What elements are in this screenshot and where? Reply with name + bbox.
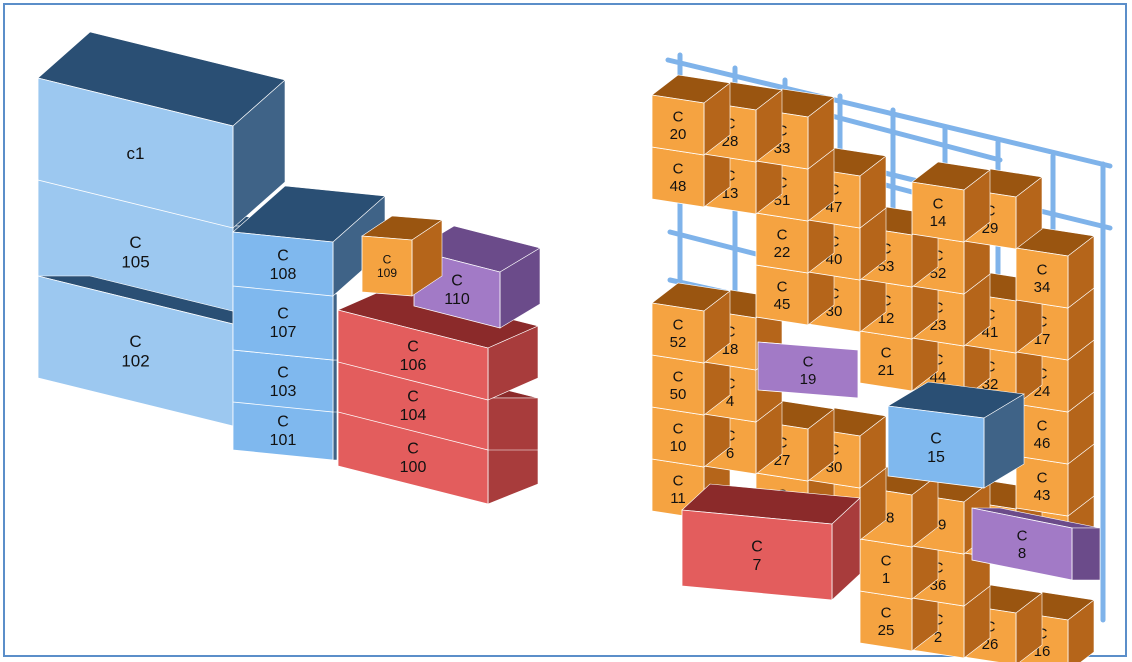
- box-label: 106: [400, 357, 427, 374]
- box-label: C: [881, 605, 892, 622]
- box-label: 25: [878, 622, 895, 639]
- box-label: C: [129, 233, 141, 252]
- box-label: C: [277, 364, 289, 381]
- box-label: 109: [377, 266, 397, 280]
- box-label: C: [933, 196, 944, 213]
- box-label: 101: [270, 432, 297, 449]
- box-label: C: [451, 272, 463, 289]
- box-label: C: [881, 345, 892, 362]
- box-label: 107: [270, 324, 297, 341]
- box-label: 21: [878, 362, 895, 379]
- box-label: 103: [270, 383, 297, 400]
- box-side-face: [333, 360, 337, 412]
- box-label: C: [673, 369, 684, 386]
- box-label: C: [1037, 418, 1048, 435]
- box-label: 19: [800, 371, 817, 388]
- box-label: 50: [670, 386, 687, 403]
- box-label: C: [751, 538, 763, 555]
- box-label: 10: [670, 438, 687, 455]
- box-label: 1: [882, 570, 890, 587]
- box-label: 110: [444, 291, 470, 308]
- box-label: C: [277, 247, 289, 264]
- box-label: 102: [121, 352, 149, 371]
- box-7: C7: [682, 484, 860, 600]
- box-side-face: [1072, 528, 1100, 580]
- box-label: 46: [1034, 435, 1051, 452]
- box-label: 52: [670, 334, 687, 351]
- rack-bar: [670, 232, 760, 255]
- box-label: 8: [1018, 545, 1026, 562]
- box-label: 14: [930, 213, 947, 230]
- box-103: C 103: [233, 350, 337, 412]
- box-label: 108: [270, 266, 297, 283]
- box-label: C: [777, 279, 788, 296]
- box-107: C 107: [233, 284, 337, 360]
- box-label: C: [777, 227, 788, 244]
- box-label: C: [673, 109, 684, 126]
- box-label: 11: [670, 490, 686, 507]
- box-label: 7: [753, 557, 762, 574]
- box-label: 22: [774, 244, 791, 261]
- box-label: 34: [1034, 279, 1051, 296]
- box-20: C20: [652, 75, 730, 155]
- box-19: C19: [758, 342, 858, 398]
- box-label: C: [673, 161, 684, 178]
- box-label: C: [407, 338, 419, 355]
- box-label: C: [407, 440, 419, 457]
- box-label: C: [129, 332, 141, 351]
- box-label: 100: [400, 459, 427, 476]
- box-label: 105: [121, 253, 149, 272]
- box-label: C: [277, 305, 289, 322]
- box-label: C: [930, 430, 942, 447]
- box-label: C: [673, 421, 684, 438]
- box-label: C: [277, 413, 289, 430]
- box-side-face: [333, 294, 337, 360]
- box-label: C: [383, 252, 392, 266]
- box-label: 43: [1034, 487, 1051, 504]
- box-label: 104: [400, 407, 427, 424]
- box-52: C52: [652, 283, 730, 363]
- box-label: C: [1017, 528, 1028, 545]
- box-label: 45: [774, 296, 791, 313]
- box-label: C: [407, 388, 419, 405]
- box-side-face: [333, 410, 337, 460]
- box-label: C: [673, 317, 684, 334]
- box-label: C: [673, 473, 684, 490]
- box-label: 15: [927, 449, 945, 466]
- box-label: c1: [127, 144, 145, 163]
- box-label: 48: [670, 178, 687, 195]
- box-label: C: [1037, 470, 1048, 487]
- box-15: C 15: [888, 382, 1024, 488]
- box-14: C14: [912, 162, 990, 242]
- box-label: C: [881, 553, 892, 570]
- box-label: C: [1037, 262, 1048, 279]
- box-side-face: [488, 398, 538, 450]
- box-label: C: [803, 354, 814, 371]
- box-label: 20: [670, 126, 687, 143]
